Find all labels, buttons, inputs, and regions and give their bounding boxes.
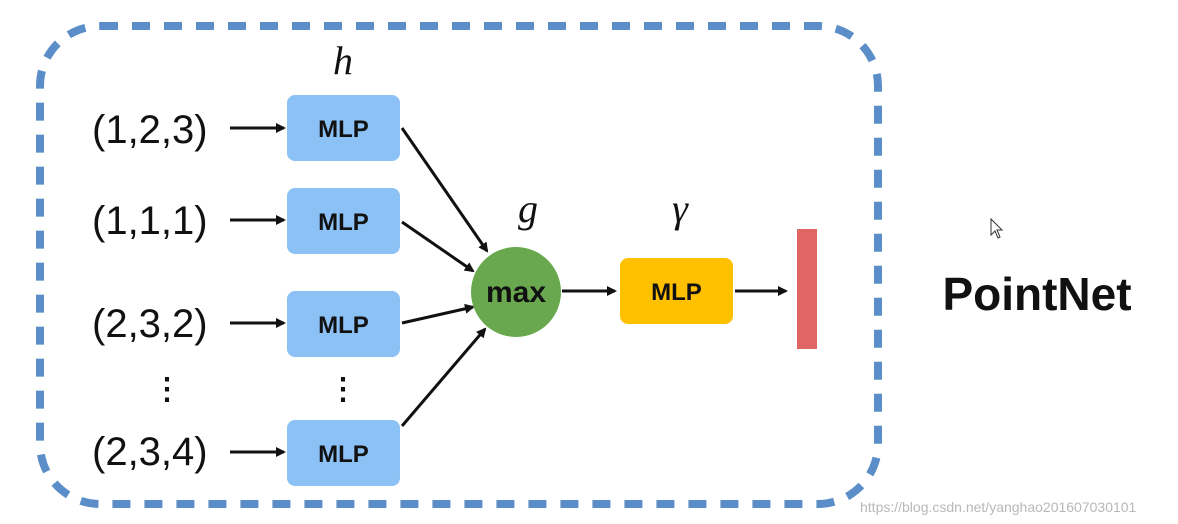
input-label-2: (1,1,1) (92, 199, 208, 243)
mlp-box-1 (287, 95, 400, 161)
mlp-box-gamma-label: MLP (651, 279, 702, 306)
cursor-icon (990, 217, 1004, 239)
max-node (471, 247, 561, 337)
mlp-box-4 (287, 420, 400, 486)
mlp-box-gamma (620, 258, 733, 324)
watermark-url: https://blog.csdn.net/yanghao20160703010… (860, 499, 1137, 515)
arrow-mlp-4-to-max (400, 327, 487, 427)
mlp-box-4-label: MLP (318, 441, 369, 468)
ellipsis-mlps: ⋮ (328, 373, 358, 406)
dashed-border (36, 22, 882, 508)
arrow-mlp-2-to-max (401, 220, 475, 273)
mlp-box-3-label: MLP (318, 312, 369, 339)
mlp-box-1-label: MLP (318, 116, 369, 143)
max-label: max (486, 276, 546, 309)
pointnet-title: PointNet (942, 268, 1131, 320)
arrow-mlp-3-to-max (401, 303, 475, 325)
mlp-box-2-label: MLP (318, 209, 369, 236)
mlp-box-3 (287, 291, 400, 357)
mlp-box-2 (287, 188, 400, 254)
input-label-1: (1,2,3) (92, 108, 208, 152)
g-label: g (518, 186, 538, 231)
gamma-label: γ (672, 186, 689, 231)
input-label-4: (2,3,4) (92, 430, 208, 474)
arrow-mlp-1-to-max (400, 127, 489, 253)
ellipsis-inputs: ⋮ (152, 373, 182, 406)
input-label-3: (2,3,2) (92, 302, 208, 346)
output-vector-bar (797, 229, 817, 349)
h-label: h (333, 38, 353, 83)
